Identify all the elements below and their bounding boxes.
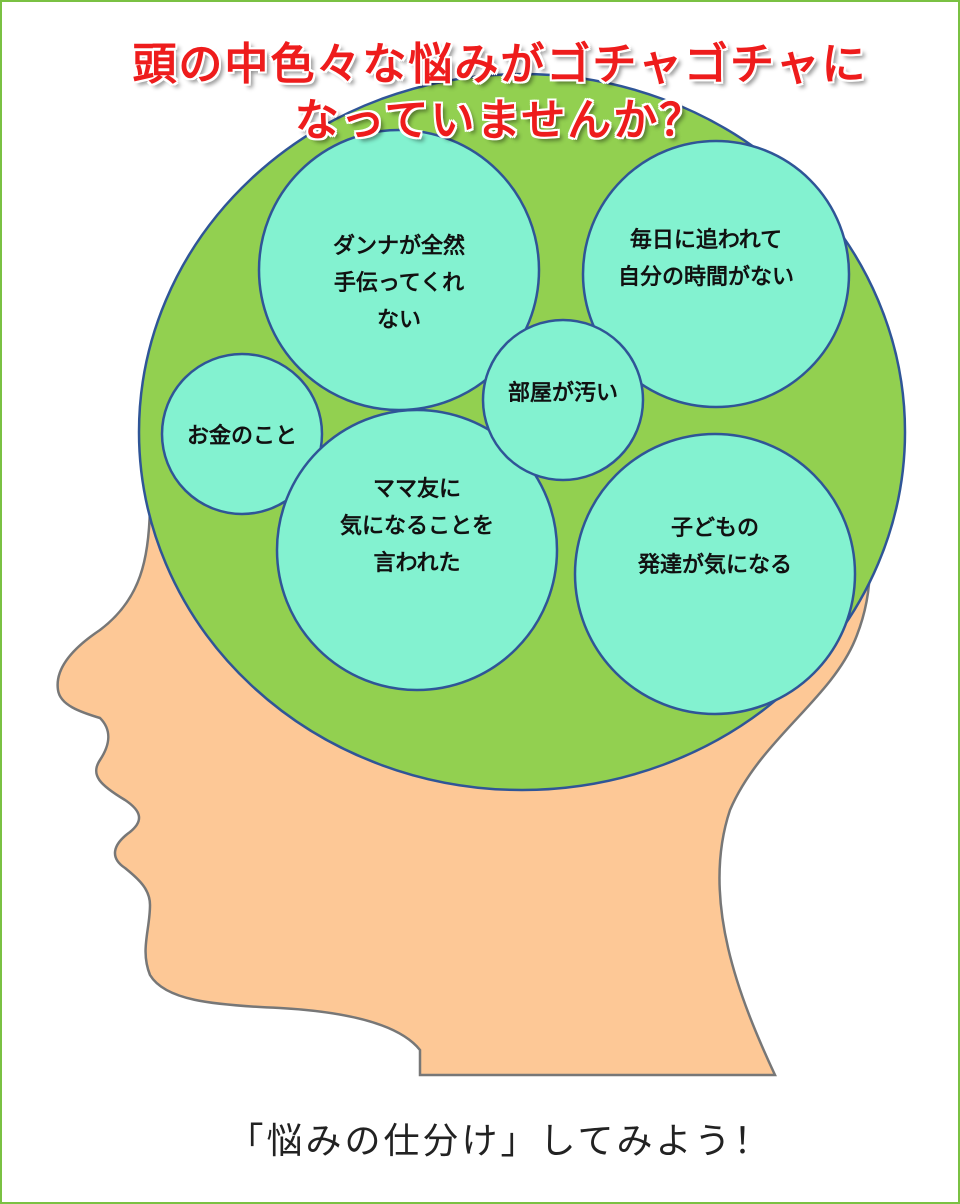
- worry-line: 子どもの: [670, 516, 759, 541]
- worry-line: ママ友に: [372, 477, 461, 502]
- worry-text-time: 毎日に追われて 自分の時間がない: [591, 222, 821, 296]
- caption: 「悩みの仕分け」してみよう！: [227, 1121, 773, 1162]
- worry-line: ダンナが全然: [332, 234, 465, 259]
- worry-line: 毎日に追われて: [629, 228, 783, 253]
- worry-line: 言われた: [373, 551, 461, 576]
- worry-text-mamatomo: ママ友に 気になることを 言われた: [317, 471, 517, 582]
- title-line-1: 頭の中色々な悩みがゴチャゴチャに: [132, 39, 868, 90]
- worry-line: お金のこと: [186, 424, 297, 449]
- worry-bubble-money: [160, 352, 324, 516]
- worry-text-husband: ダンナが全然 手伝ってくれ ない: [299, 228, 499, 339]
- worry-line: 部屋が汚い: [507, 381, 618, 406]
- worry-line: 気になることを: [339, 514, 494, 539]
- worry-bubble-time: [581, 139, 851, 409]
- worry-bubble-room: [481, 318, 645, 482]
- worry-line: 発達が気になる: [637, 553, 792, 578]
- worry-line: ない: [376, 308, 421, 333]
- worry-line: 自分の時間がない: [617, 265, 794, 290]
- worry-bubble-mamatomo: [275, 408, 559, 692]
- worry-text-child: 子どもの 発達が気になる: [600, 510, 830, 584]
- worry-text-room: 部屋が汚い: [483, 375, 643, 412]
- worry-line: 手伝ってくれ: [333, 271, 465, 296]
- worry-bubble-child: [573, 432, 857, 716]
- title-line-2: なっていませんか？: [294, 95, 706, 146]
- worry-text-money: お金のこと: [162, 418, 322, 455]
